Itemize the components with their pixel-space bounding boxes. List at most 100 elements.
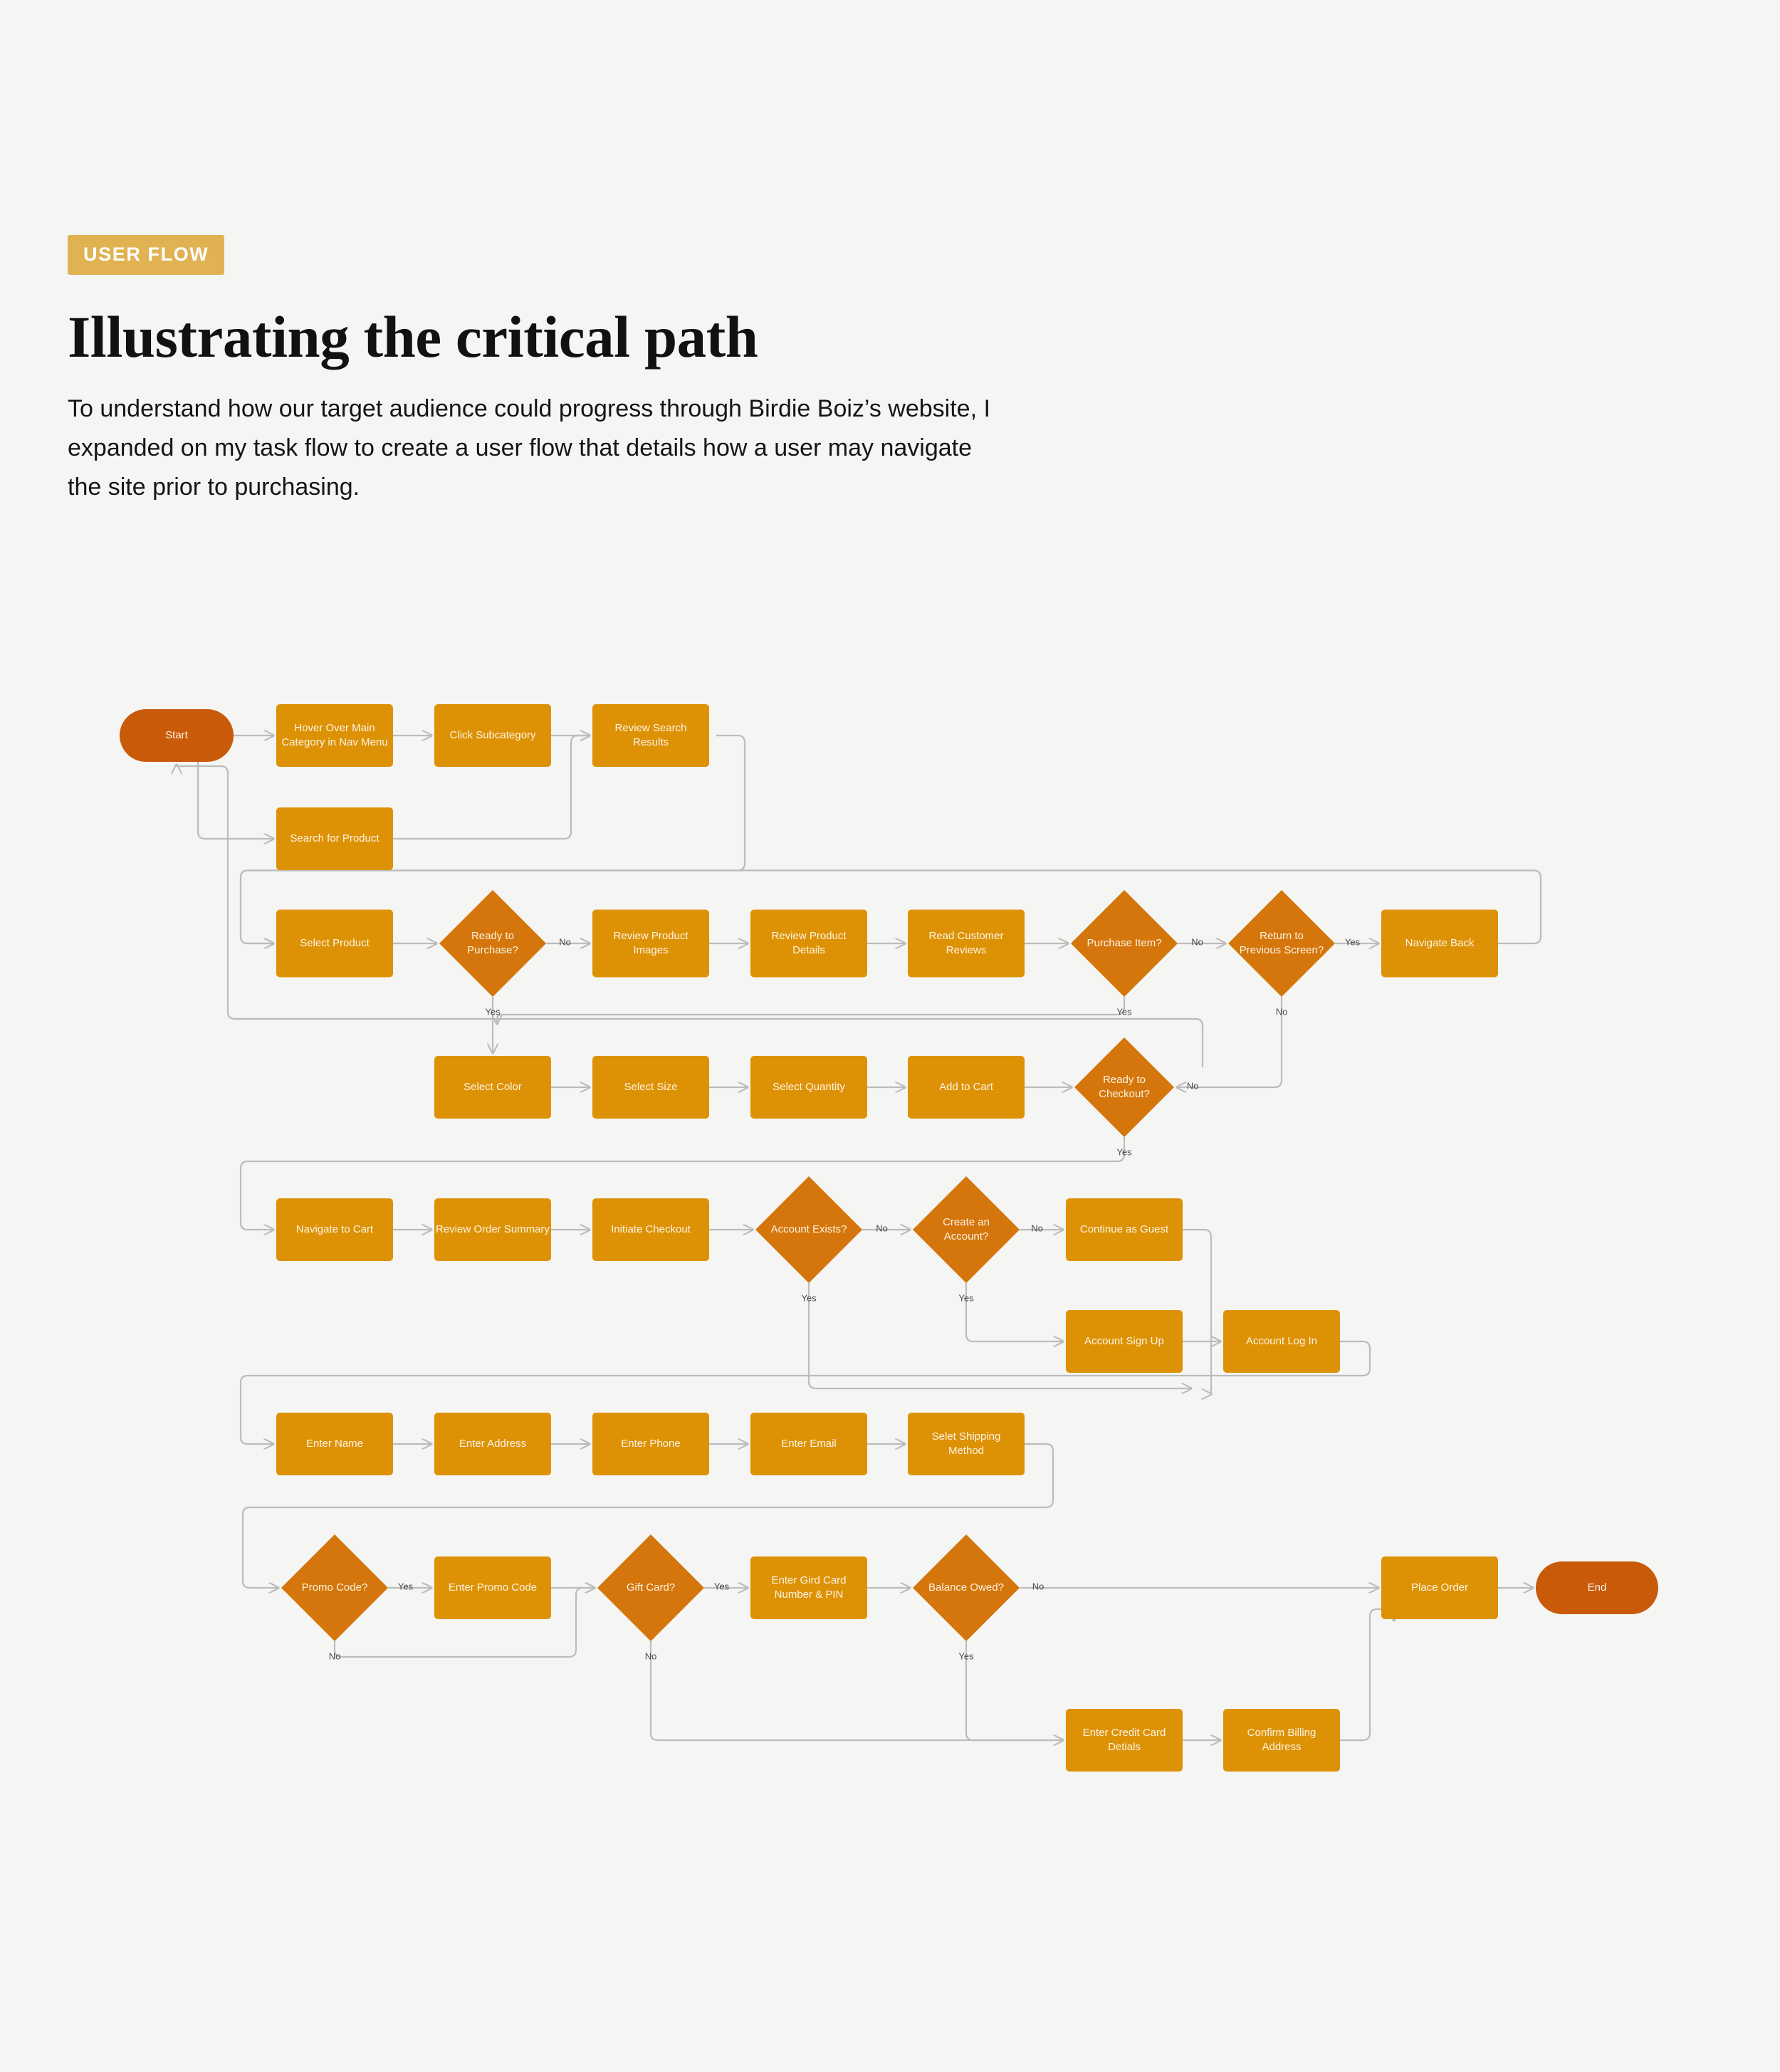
decision-diamond[interactable]	[597, 1534, 704, 1641]
edge-label-checkout-no: No	[1187, 1080, 1199, 1091]
flow-node-review-order[interactable]: Review Order Summary	[434, 1198, 551, 1261]
connector-guest-down	[1183, 1228, 1211, 1394]
decision-diamond[interactable]	[1228, 890, 1335, 997]
process-rect[interactable]	[908, 1056, 1025, 1119]
flow-node-continue-guest[interactable]: Continue as Guest	[1066, 1198, 1183, 1261]
connector-gift-cc	[649, 1641, 1063, 1740]
process-rect[interactable]	[434, 1413, 551, 1475]
decision-diamond[interactable]	[913, 1176, 1020, 1283]
process-rect[interactable]	[592, 1056, 709, 1119]
flow-node-initiate-checkout[interactable]: Initiate Checkout	[592, 1198, 709, 1261]
flow-node-start[interactable]: Start	[120, 709, 234, 762]
decision-diamond[interactable]	[1071, 890, 1178, 997]
process-rect[interactable]	[276, 1198, 393, 1261]
process-rect[interactable]	[1066, 1310, 1183, 1373]
flow-node-select-qty[interactable]: Select Quantity	[750, 1056, 867, 1119]
process-rect[interactable]	[592, 909, 709, 978]
flow-node-navigate-back[interactable]: Navigate Back	[1381, 909, 1498, 978]
flow-node-select-size[interactable]: Select Size	[592, 1056, 709, 1119]
flow-node-select-product[interactable]: Select Product	[276, 909, 393, 978]
flow-node-enter-address[interactable]: Enter Address	[434, 1413, 551, 1475]
decision-diamond[interactable]	[755, 1176, 862, 1283]
connector-create-signup	[965, 1283, 1063, 1341]
process-rect[interactable]	[592, 1198, 709, 1261]
process-rect[interactable]	[908, 1413, 1025, 1475]
process-rect[interactable]	[592, 1413, 709, 1475]
process-rect[interactable]	[750, 1556, 867, 1619]
flow-node-enter-email[interactable]: Enter Email	[750, 1413, 867, 1475]
page-header: USER FLOW Illustrating the critical path…	[68, 235, 1064, 507]
decision-diamond[interactable]	[913, 1534, 1020, 1641]
edge-label-promo-yes: Yes	[398, 1581, 414, 1591]
terminator-shape[interactable]	[1536, 1561, 1658, 1614]
flow-node-search-product[interactable]: Search for Product	[276, 807, 393, 870]
process-rect[interactable]	[1223, 1709, 1340, 1772]
process-rect[interactable]	[1066, 1709, 1183, 1772]
flow-node-gift-card[interactable]: Gift Card?	[597, 1534, 704, 1641]
process-rect[interactable]	[276, 909, 393, 978]
flow-node-click-subcat[interactable]: Click Subcategory	[434, 704, 551, 767]
flow-node-place-order[interactable]: Place Order	[1381, 1556, 1498, 1619]
process-rect[interactable]	[1066, 1198, 1183, 1261]
edge-label-gift-no: No	[645, 1650, 657, 1661]
decision-diamond[interactable]	[1074, 1037, 1174, 1137]
flow-node-account-login[interactable]: Account Log In	[1223, 1310, 1340, 1373]
intro-paragraph: To understand how our target audience co…	[68, 395, 990, 501]
flow-node-end[interactable]: End	[1536, 1561, 1658, 1614]
user-flow-badge: USER FLOW	[68, 235, 225, 275]
flow-node-enter-phone[interactable]: Enter Phone	[592, 1413, 709, 1475]
process-rect[interactable]	[1381, 1556, 1498, 1619]
process-rect[interactable]	[908, 909, 1025, 978]
process-rect[interactable]	[434, 1556, 551, 1619]
decision-diamond[interactable]	[281, 1534, 388, 1641]
flow-node-account-signup[interactable]: Account Sign Up	[1066, 1310, 1183, 1373]
process-rect[interactable]	[276, 1413, 393, 1475]
flow-node-balance-owed[interactable]: Balance Owed?	[913, 1534, 1020, 1641]
connector-nav-select	[239, 869, 1542, 944]
edge-label-acct-yes: Yes	[801, 1292, 817, 1303]
process-rect[interactable]	[592, 704, 709, 767]
decision-diamond[interactable]	[439, 890, 546, 997]
edge-label-create-yes: Yes	[958, 1292, 974, 1303]
process-rect[interactable]	[434, 1056, 551, 1119]
process-rect[interactable]	[434, 704, 551, 767]
process-rect[interactable]	[276, 807, 393, 870]
flow-node-enter-promo[interactable]: Enter Promo Code	[434, 1556, 551, 1619]
connector-start-search	[197, 755, 273, 839]
flow-node-select-color[interactable]: Select Color	[434, 1056, 551, 1119]
process-rect[interactable]	[1381, 909, 1498, 978]
flow-node-account-exists[interactable]: Account Exists?	[755, 1176, 862, 1283]
process-rect[interactable]	[750, 1056, 867, 1119]
process-rect[interactable]	[434, 1198, 551, 1261]
flow-node-promo-code[interactable]: Promo Code?	[281, 1534, 388, 1641]
connector-balance-cc	[965, 1641, 1063, 1740]
connector-return-checkout	[1177, 997, 1283, 1087]
edge-label-acct-no: No	[876, 1223, 888, 1233]
flow-node-add-to-cart[interactable]: Add to Cart	[908, 1056, 1025, 1119]
process-rect[interactable]	[1223, 1310, 1340, 1373]
terminator-shape[interactable]	[120, 709, 234, 762]
flow-node-purchase-item[interactable]: Purchase Item?	[1071, 890, 1178, 997]
edge-label-create-no: No	[1031, 1223, 1043, 1233]
process-rect[interactable]	[750, 909, 867, 978]
process-rect[interactable]	[750, 1413, 867, 1475]
process-rect[interactable]	[276, 704, 393, 767]
edge-label-balance-yes: Yes	[958, 1650, 974, 1661]
edge-label-return-no: No	[1276, 1006, 1288, 1017]
flow-node-enter-name[interactable]: Enter Name	[276, 1413, 393, 1475]
flow-node-navigate-cart[interactable]: Navigate to Cart	[276, 1198, 393, 1261]
